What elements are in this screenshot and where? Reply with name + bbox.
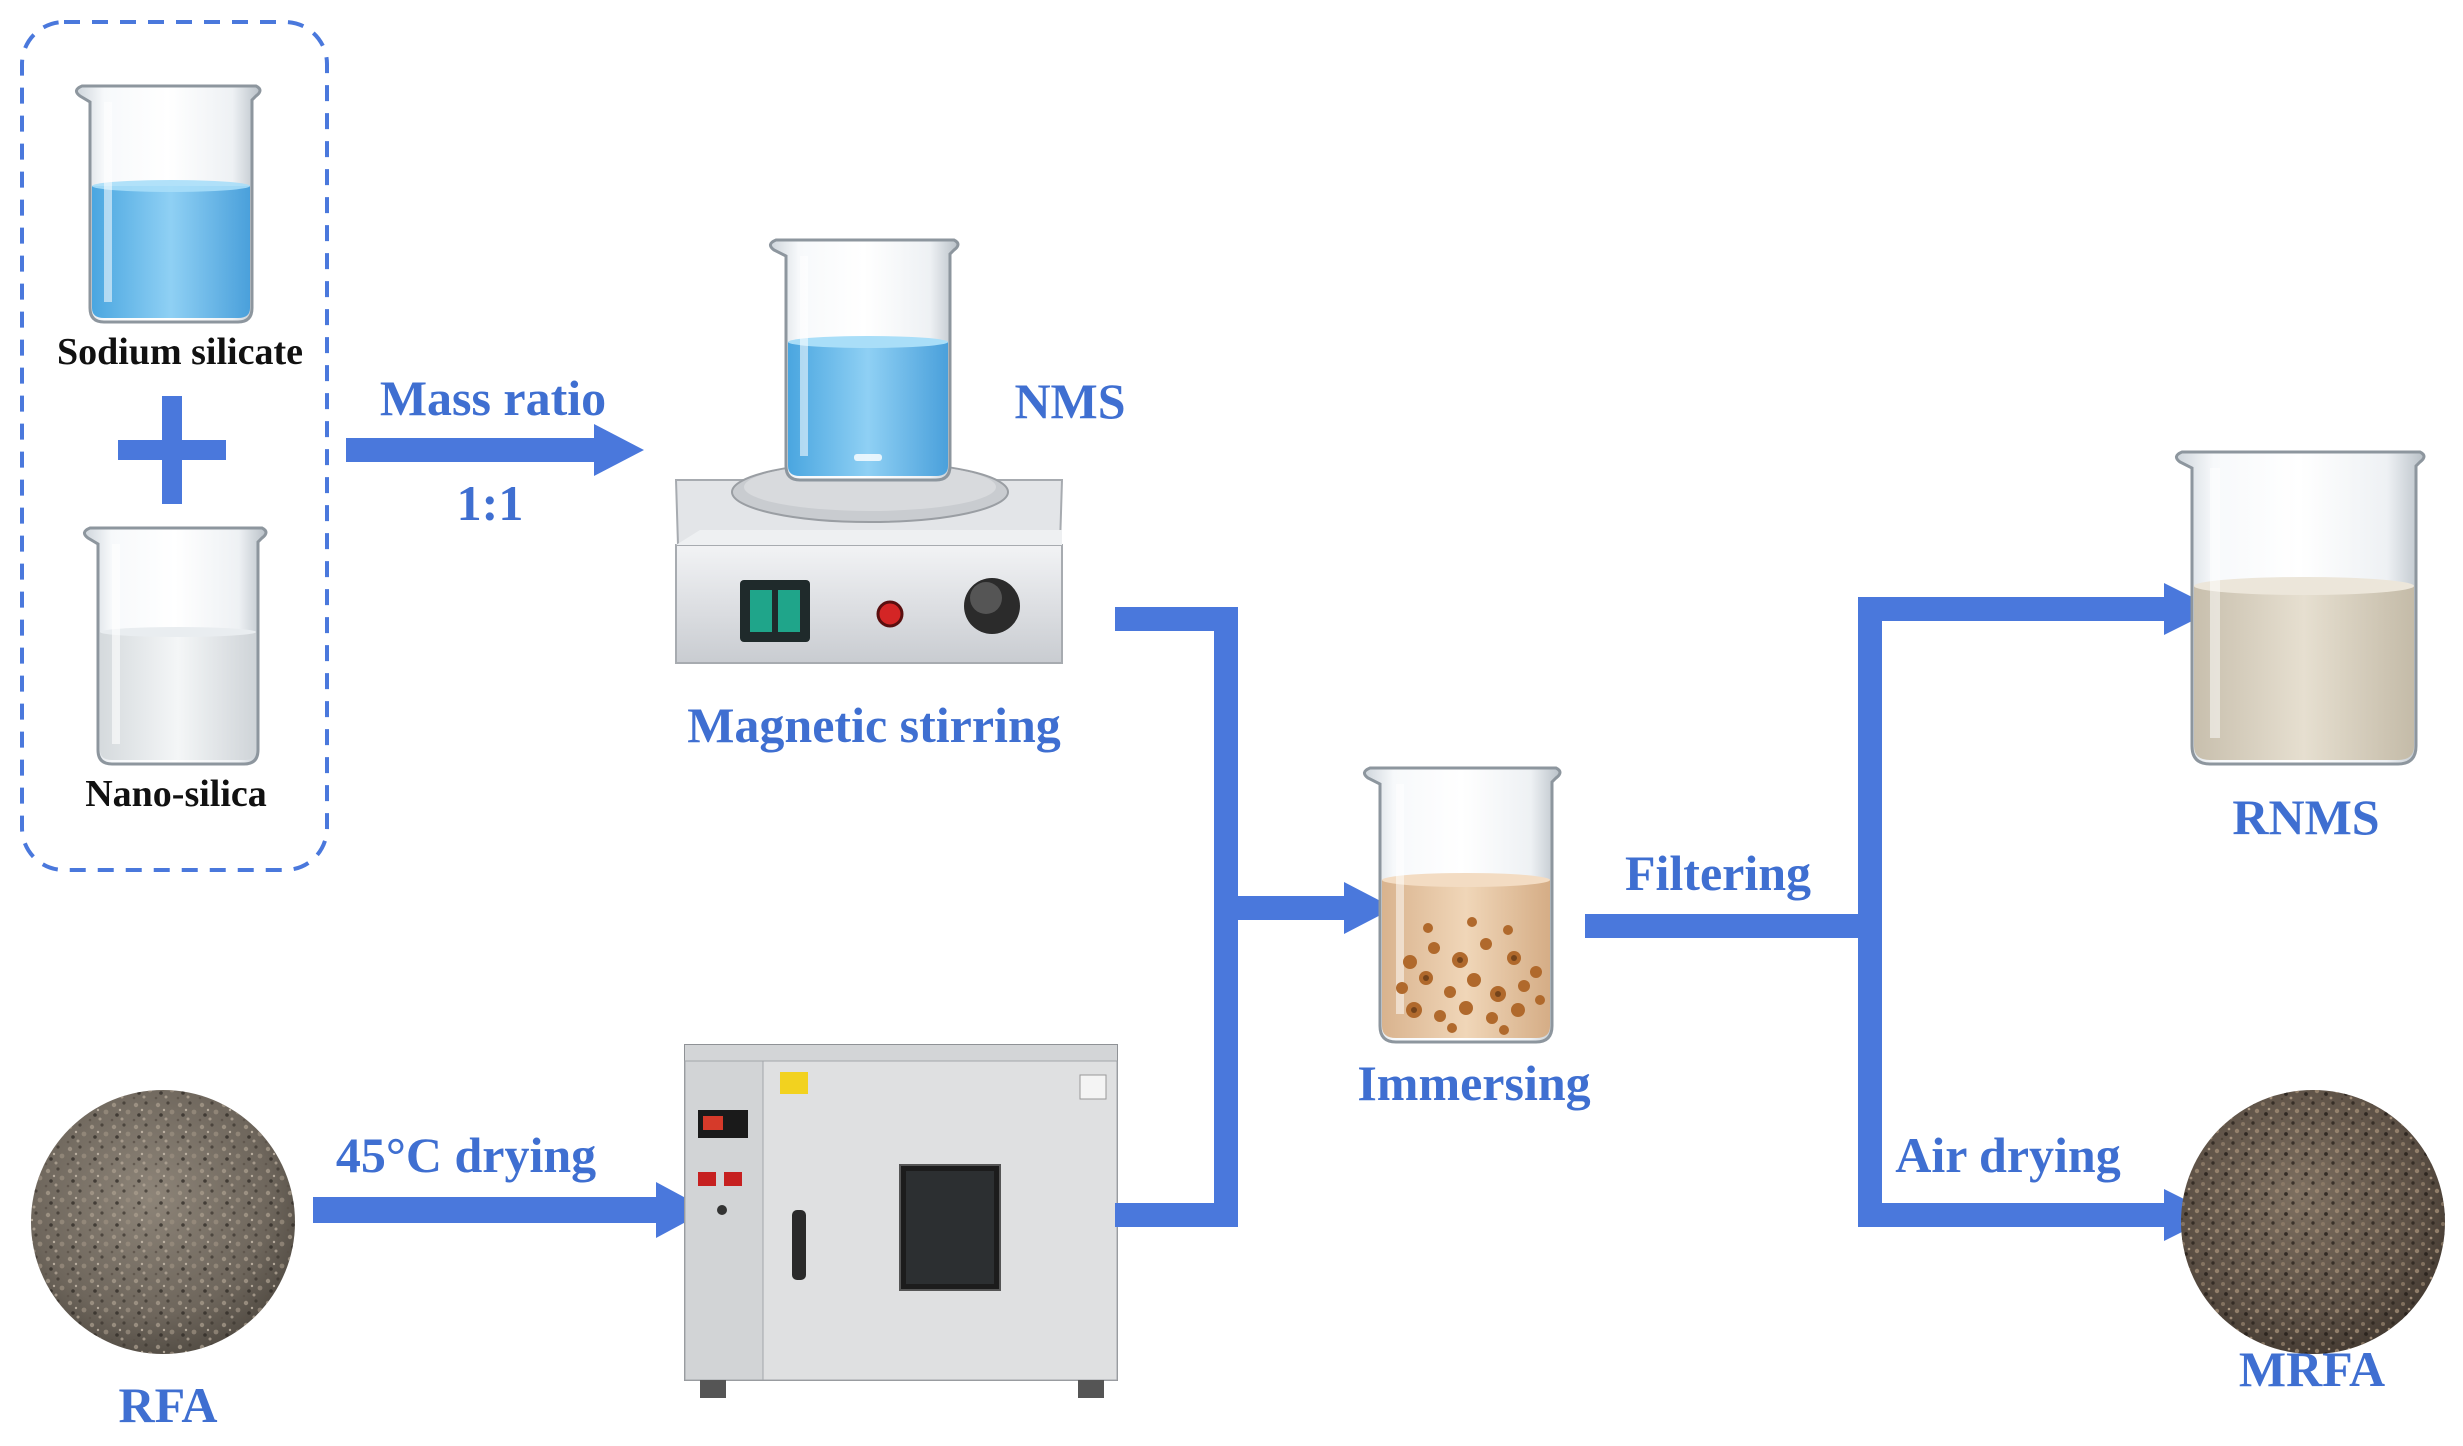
mass-ratio-arrow	[346, 424, 644, 476]
mass-ratio-label: Mass ratio	[380, 370, 606, 426]
drying-arrow	[313, 1182, 708, 1238]
plus-icon	[118, 396, 226, 504]
mrfa-label: MRFA	[2239, 1341, 2385, 1397]
ratio-value-label: 1:1	[457, 475, 524, 531]
rfa-label: RFA	[118, 1377, 217, 1433]
merge-connector	[1115, 607, 1394, 1227]
beaker-blue-liquid-icon	[75, 84, 262, 324]
modified-aggregate-sample-icon	[2181, 1090, 2445, 1354]
drying-oven-icon	[684, 1044, 1118, 1398]
air-drying-label: Air drying	[1895, 1127, 2121, 1183]
nano-silica-label: Nano-silica	[85, 773, 267, 815]
magnetic-stirring-label: Magnetic stirring	[687, 697, 1061, 753]
beaker-clear-liquid-icon	[83, 526, 268, 766]
sodium-silicate-label: Sodium silicate	[57, 331, 303, 373]
beaker-aggregate-immersion-icon	[1363, 766, 1562, 1044]
aggregate-sample-icon	[31, 1090, 295, 1354]
filtering-label: Filtering	[1625, 845, 1811, 901]
immersing-label: Immersing	[1357, 1055, 1590, 1111]
beaker-residual-liquid-icon	[2175, 450, 2426, 766]
magnetic-stirrer-icon	[674, 238, 1064, 664]
nms-label: NMS	[1014, 373, 1125, 429]
rnms-label: RNMS	[2232, 789, 2379, 845]
drying-45c-label: 45°C drying	[336, 1127, 596, 1183]
split-connector	[1585, 583, 2216, 1241]
